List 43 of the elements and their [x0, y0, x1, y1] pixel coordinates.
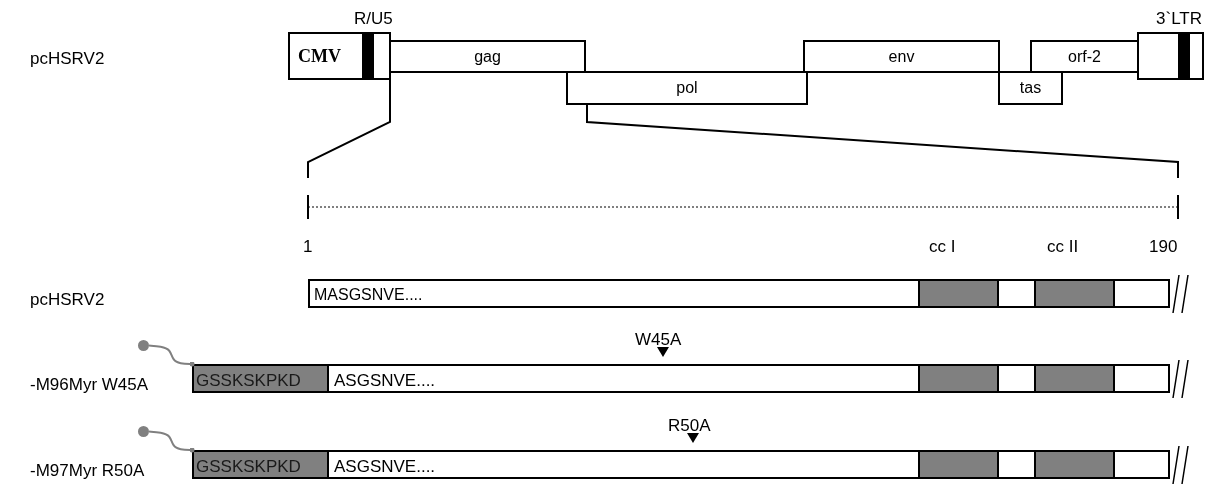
protein-bar — [192, 450, 1170, 479]
gene-box — [998, 71, 1063, 105]
myristoyl-linker — [148, 344, 195, 367]
promoter-label: CMV — [298, 47, 341, 65]
gene-box — [566, 71, 808, 105]
sequence-text: ASGSNVE.... — [334, 372, 436, 389]
sequence-text: GSSKSKPKD — [196, 372, 301, 389]
row-label: pcHSRV2 — [30, 291, 105, 308]
myristoylation-signal-box — [192, 450, 329, 479]
myristoyl-group-circle — [138, 340, 149, 351]
sequence-text: ASGSNVE.... — [334, 458, 436, 475]
coiled-coil-box — [918, 364, 999, 393]
gene-label: gag — [473, 48, 502, 65]
gene-box — [803, 40, 1000, 73]
gene-box — [1030, 40, 1139, 73]
sequence-text: MASGSNVE.... — [314, 287, 423, 303]
region-label: R/U5 — [354, 10, 393, 27]
position-number: 190 — [1149, 238, 1178, 255]
position-number: 1 — [303, 238, 313, 255]
myristoyl-group-circle — [138, 426, 149, 437]
row-label: -M96Myr W45A — [30, 376, 149, 393]
gene-label: pol — [675, 80, 699, 96]
mutation-label: W45A — [635, 331, 682, 348]
coiled-coil-box — [1034, 450, 1115, 479]
row-label: pcHSRV2 — [30, 50, 105, 67]
region-label: 3`LTR — [1156, 10, 1202, 27]
coiled-coil-box — [1034, 364, 1115, 393]
sequence-text: GSSKSKPKD — [196, 458, 301, 475]
coiled-coil-box — [918, 450, 999, 479]
myristoyl-linker — [148, 430, 195, 453]
mutation-label: R50A — [668, 417, 711, 434]
gene-label: tas — [1018, 80, 1043, 96]
row-label: -M97Myr R50A — [30, 462, 145, 479]
coiled-coil-box — [918, 279, 999, 308]
gene-label: orf-2 — [1067, 48, 1102, 65]
domain-label: cc II — [1047, 238, 1079, 255]
domain-label: cc I — [929, 238, 956, 255]
protein-bar — [308, 279, 1170, 308]
gene-label: env — [887, 48, 916, 65]
myristoylation-signal-box — [192, 364, 329, 393]
coiled-coil-box — [1034, 279, 1115, 308]
protein-bar — [192, 364, 1170, 393]
gene-box — [389, 40, 586, 73]
